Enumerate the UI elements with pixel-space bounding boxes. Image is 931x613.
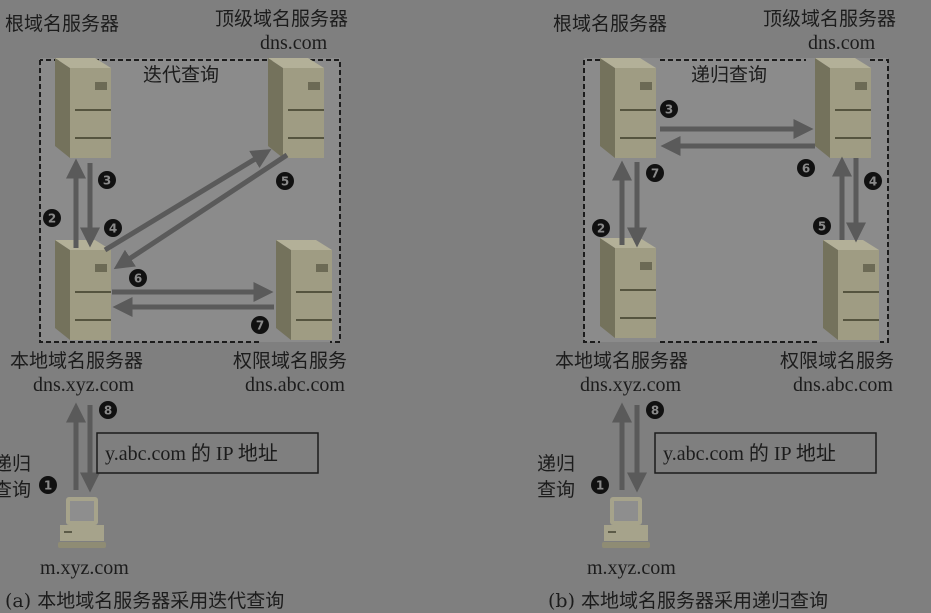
query-mode-label: 递归查询 xyxy=(691,64,767,86)
auth-domain: dns.abc.com xyxy=(793,374,893,396)
auth-server-label: 权限域名服务 xyxy=(780,350,894,372)
root-server-icon xyxy=(55,58,111,158)
tld-server-icon xyxy=(268,58,324,158)
client-pc-icon xyxy=(602,497,650,549)
tld-server-label: 顶级域名服务器 xyxy=(763,8,896,30)
local-domain: dns.xyz.com xyxy=(580,374,682,396)
caption-a: (a) 本地域名服务器采用迭代查询 xyxy=(5,590,284,612)
client-query-label-2: 查询 xyxy=(537,479,575,501)
step-badge-2: 2 xyxy=(592,219,610,237)
svg-text:6: 6 xyxy=(134,272,142,286)
auth-domain: dns.abc.com xyxy=(245,374,345,396)
tld-domain: dns.com xyxy=(260,32,328,54)
step-badge-3: 3 xyxy=(660,100,678,118)
svg-text:2: 2 xyxy=(48,212,56,226)
svg-text:1: 1 xyxy=(44,479,52,493)
tld-domain: dns.com xyxy=(808,32,876,54)
step-badge-5: 5 xyxy=(276,172,294,190)
step-badge-1: 1 xyxy=(39,476,57,494)
panel-a-iterative: 1 2 3 4 5 6 7 8 根域名服务器 顶级域名服务器 dns.com 迭… xyxy=(0,8,348,612)
svg-text:8: 8 xyxy=(104,404,112,418)
arrow-step-4 xyxy=(103,149,272,253)
root-server-label: 根域名服务器 xyxy=(553,13,667,35)
step-badge-3: 3 xyxy=(98,171,116,189)
dashed-boundary xyxy=(39,59,341,343)
svg-text:4: 4 xyxy=(869,175,877,189)
svg-text:6: 6 xyxy=(802,162,810,176)
svg-text:3: 3 xyxy=(103,174,111,188)
panel-b-recursive: 1 2 3 4 5 6 7 8 根域名服务器 顶级域名服务器 dns.com 递… xyxy=(537,8,896,612)
step-badge-6: 6 xyxy=(129,269,147,287)
caption-b: (b) 本地域名服务器采用递归查询 xyxy=(548,590,828,612)
svg-text:2: 2 xyxy=(597,222,605,236)
svg-text:7: 7 xyxy=(256,319,264,333)
step-badge-6: 6 xyxy=(797,159,815,177)
client-query-label-1: 递归 xyxy=(0,453,31,475)
root-server-label: 根域名服务器 xyxy=(5,13,119,35)
result-box xyxy=(96,432,319,474)
dashed-boundary xyxy=(583,59,889,343)
step-badge-8: 8 xyxy=(646,401,664,419)
svg-text:3: 3 xyxy=(665,103,673,117)
svg-text:5: 5 xyxy=(281,175,289,189)
step-badge-8: 8 xyxy=(99,401,117,419)
root-server-icon xyxy=(600,58,656,158)
arrow-step-5 xyxy=(113,152,289,270)
client-query-label-2: 查询 xyxy=(0,479,31,501)
svg-text:8: 8 xyxy=(651,404,659,418)
client-pc-icon xyxy=(58,497,106,549)
result-box-text: y.abc.com 的 IP 地址 xyxy=(105,442,278,465)
step-badge-7: 7 xyxy=(251,316,269,334)
local-server-icon xyxy=(600,238,656,338)
step-badge-4: 4 xyxy=(864,172,882,190)
svg-text:1: 1 xyxy=(596,479,604,493)
client-query-label-1: 递归 xyxy=(537,453,575,475)
svg-text:5: 5 xyxy=(818,220,826,234)
step-badge-4: 4 xyxy=(104,219,122,237)
local-domain: dns.xyz.com xyxy=(33,374,135,396)
step-badge-7: 7 xyxy=(646,164,664,182)
auth-server-icon xyxy=(823,240,879,340)
tld-server-icon xyxy=(815,58,871,158)
query-mode-label: 迭代查询 xyxy=(143,64,219,86)
client-host: m.xyz.com xyxy=(40,557,129,579)
local-server-icon xyxy=(55,240,111,340)
step-badge-5: 5 xyxy=(813,217,831,235)
svg-text:4: 4 xyxy=(109,222,117,236)
auth-server-label: 权限域名服务 xyxy=(233,350,347,372)
client-host: m.xyz.com xyxy=(587,557,676,579)
local-server-label: 本地域名服务器 xyxy=(555,350,688,372)
auth-server-icon xyxy=(276,240,332,340)
tld-server-label: 顶级域名服务器 xyxy=(215,8,348,30)
result-box xyxy=(654,432,877,474)
local-server-label: 本地域名服务器 xyxy=(10,350,143,372)
svg-text:7: 7 xyxy=(651,167,659,181)
step-badge-1: 1 xyxy=(591,476,609,494)
step-badge-2: 2 xyxy=(43,209,61,227)
result-box-text: y.abc.com 的 IP 地址 xyxy=(663,442,836,465)
